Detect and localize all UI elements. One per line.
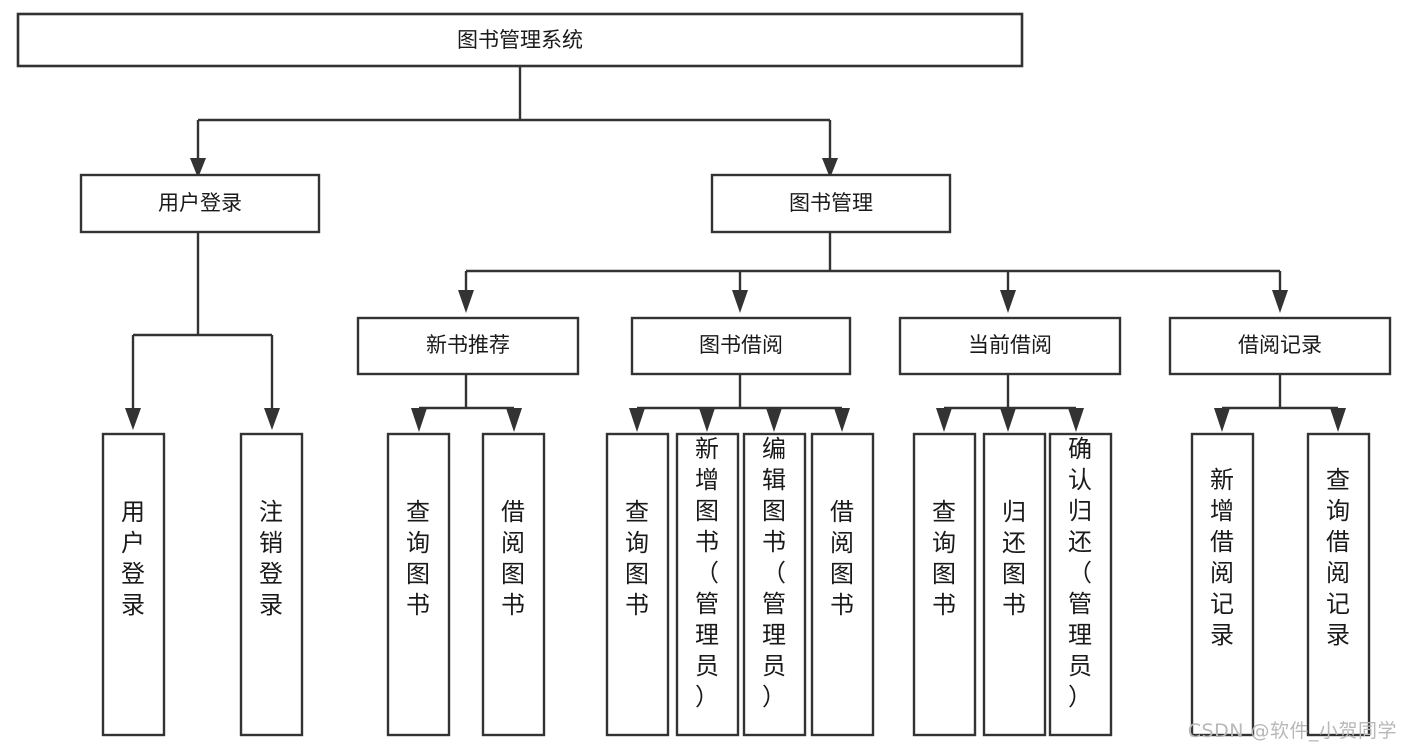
leaf-add-borrow-record[interactable]: 新增借阅记录 [1190,432,1255,737]
arrow-head-icon [1068,408,1084,432]
leaf-borrow-book-borrow-box[interactable] [810,432,875,737]
leaf-query-borrow-record-label: 查询借阅记录 [1326,466,1350,649]
leaf-user-login-box[interactable] [101,432,166,737]
leaf-confirm-return-admin[interactable]: 确认归还（管理员） [1048,432,1113,737]
leaf-add-borrow-record-box[interactable] [1190,432,1255,737]
arrow-head-icon [699,408,715,432]
arrow-head-icon [936,408,952,432]
leaf-edit-book-admin-label: 编辑图书（管理员） [762,435,786,711]
leaf-add-book-admin-box[interactable] [675,432,740,737]
node-book-borrow-box[interactable] [630,316,852,376]
leaf-return-book-box[interactable] [982,432,1047,737]
arrow-head-icon [834,408,850,432]
arrow-head-icon [629,408,645,432]
leaf-query-book-borrow-box[interactable] [605,432,670,737]
leaf-borrow-book-newbook-box[interactable] [481,432,546,737]
leaf-query-book-borrow-label: 查询图书 [625,498,649,619]
leaf-edit-book-admin-box[interactable] [742,432,807,737]
node-book-management-box[interactable] [710,173,952,234]
leaf-query-book-borrow[interactable]: 查询图书 [605,432,670,737]
edge-current-bus [944,374,1076,410]
arrow-head-icon [766,408,782,432]
edge-userlogin-bus [131,232,274,408]
node-user-login[interactable]: 用户登录 [79,173,321,234]
node-new-book-recommend[interactable]: 新书推荐 [356,316,580,376]
arrow-head-icon [458,290,474,313]
node-new-book-recommend-label: 新书推荐 [426,333,510,357]
arrow-head-icon [125,408,141,430]
leaf-add-book-admin[interactable]: 新增图书（管理员） [675,432,740,737]
leaf-query-book-newbook-box[interactable] [386,432,451,737]
edge-borrow-bus [637,374,842,410]
leaf-return-book[interactable]: 归还图书 [982,432,1047,737]
edge-records-bus [1222,374,1338,410]
node-new-book-recommend-box[interactable] [356,316,580,376]
edge-newbook-bus [417,374,516,412]
leaf-logout-box[interactable] [239,432,304,737]
arrow-head-icon [411,408,427,432]
arrow-head-icon [1272,290,1288,313]
leaf-query-book-newbook[interactable]: 查询图书 [386,432,451,737]
node-book-management-label: 图书管理 [789,191,873,215]
leaf-return-book-label: 归还图书 [1002,498,1026,619]
leaf-add-borrow-record-label: 新增借阅记录 [1210,466,1234,649]
node-root-box[interactable] [16,12,1024,68]
leaf-query-book-newbook-label: 查询图书 [406,498,430,619]
edge-root-bus [196,66,832,158]
leaf-logout[interactable]: 注销登录 [239,432,304,737]
leaf-user-login[interactable]: 用户登录 [101,432,166,737]
leaf-query-borrow-record[interactable]: 查询借阅记录 [1306,432,1371,737]
node-book-borrow-label: 图书借阅 [699,333,783,357]
node-user-login-label: 用户登录 [158,191,242,215]
node-borrow-records[interactable]: 借阅记录 [1168,316,1392,376]
leaf-add-book-admin-label: 新增图书（管理员） [695,435,719,711]
arrow-head-icon [1000,290,1016,313]
leaf-borrow-book-borrow[interactable]: 借阅图书 [810,432,875,737]
leaf-confirm-return-admin-box[interactable] [1048,432,1113,737]
leaf-query-borrow-record-box[interactable] [1306,432,1371,737]
leaf-query-book-current[interactable]: 查询图书 [912,432,977,737]
node-current-borrow-label: 当前借阅 [968,333,1052,357]
node-borrow-records-label: 借阅记录 [1238,333,1322,357]
arrow-head-icon [822,158,838,178]
node-root-label: 图书管理系统 [457,28,583,52]
edge-bookmgmt-bus [464,232,1282,290]
arrow-head-icon [264,408,280,430]
arrow-head-icon [1330,408,1346,432]
leaf-user-login-label: 用户登录 [121,498,145,619]
leaf-borrow-book-newbook-label: 借阅图书 [501,498,525,619]
node-book-management[interactable]: 图书管理 [710,173,952,234]
leaf-borrow-book-newbook[interactable]: 借阅图书 [481,432,546,737]
leaf-query-book-current-label: 查询图书 [932,498,956,619]
arrow-head-icon [1214,408,1230,432]
node-root[interactable]: 图书管理系统 [16,12,1024,68]
node-current-borrow-box[interactable] [898,316,1122,376]
leaf-logout-label: 注销登录 [259,498,283,619]
leaf-query-book-current-box[interactable] [912,432,977,737]
node-borrow-records-box[interactable] [1168,316,1392,376]
arrow-head-icon [732,290,748,313]
node-current-borrow[interactable]: 当前借阅 [898,316,1122,376]
leaf-borrow-book-borrow-label: 借阅图书 [830,498,854,619]
arrow-head-icon [506,408,522,432]
arrow-head-icon [1000,408,1016,432]
node-book-borrow[interactable]: 图书借阅 [630,316,852,376]
watermark: CSDN @软件_小贺同学 [1187,720,1397,742]
leaf-edit-book-admin[interactable]: 编辑图书（管理员） [742,432,807,737]
node-user-login-box[interactable] [79,173,321,234]
arrow-head-icon [190,158,206,178]
connector-layer [125,66,1346,432]
leaf-confirm-return-admin-label: 确认归还（管理员） [1068,435,1092,711]
